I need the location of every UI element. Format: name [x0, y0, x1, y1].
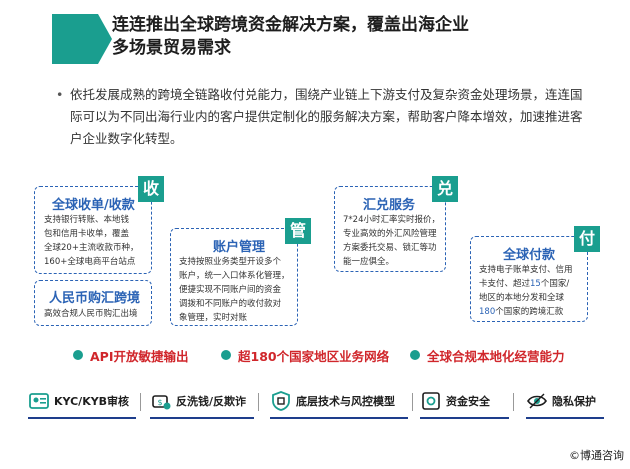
id-card-icon [29, 393, 49, 409]
card-body: 支持按照业务类型开设多个 账户，统一入口体系化管理， 便捷实现不同账户间的资金 … [179, 257, 290, 323]
bottom-label: 底层技术与风控模型 [296, 395, 395, 408]
tag-pay: 付 [574, 226, 600, 252]
page-title: 连连推出全球跨境资金解决方案，覆盖出海企业 多场景贸易需求 [112, 15, 469, 58]
card-fx-service: 汇兑服务 7*24小时汇率实时报价， 专业高效的外汇风险管理 方案委托交易、锁汇… [334, 186, 446, 272]
tech-shield-icon [272, 391, 290, 411]
card-body: 支持电子账单支付、信用 卡支付、超过15个国家/ 地区的本地分发和全球 180个… [479, 265, 573, 317]
bottom-label: 隐私保护 [552, 395, 596, 408]
card-title: 人民币购汇跨境 [49, 291, 141, 306]
card-title: 全球收单/收款 [52, 198, 135, 213]
eye-icon [527, 393, 547, 409]
bottom-item-risk-model: 底层技术与风控模型 [270, 384, 395, 418]
intro-paragraph: • 依托发展成熟的跨境全链路收付兑能力，围绕产业链上下游支付及复杂资金处理场景，… [56, 84, 586, 150]
card-body: 高效合规人民币购汇出境 [44, 309, 138, 319]
card-account-management: 账户管理 支持按照业务类型开设多个 账户，统一入口体系化管理， 便捷实现不同账户… [170, 228, 298, 326]
money-shield-icon: $ [152, 395, 171, 410]
svg-text:$: $ [157, 398, 162, 407]
feature-network: 超180个国家地区业务网络 [238, 349, 390, 364]
card-rmb-purchase: 人民币购汇跨境 高效合规人民币购汇出境 [34, 280, 152, 326]
bottom-underline [526, 417, 604, 419]
divider [140, 393, 141, 411]
bottom-underline [28, 417, 136, 419]
copyright-watermark: ©博通咨询 [569, 449, 624, 462]
card-global-collection: 全球收单/收款 支持银行转账、本地钱 包和信用卡收单，覆盖 全球20+主流收款币… [34, 186, 152, 274]
tag-collect: 收 [138, 176, 164, 202]
divider [412, 393, 413, 411]
tag-exchange: 兑 [432, 176, 458, 202]
bottom-item-kyc: KYC/KYB审核 [28, 384, 129, 418]
card-body: 支持银行转账、本地钱 包和信用卡收单，覆盖 全球20+主流收款币种， 160+全… [44, 215, 139, 267]
bottom-item-aml: $ 反洗钱/反欺诈 [150, 384, 246, 418]
bullet-dot: • [56, 87, 64, 102]
feature-dot [221, 350, 231, 360]
divider [258, 393, 259, 411]
tag-manage: 管 [285, 218, 311, 244]
bottom-label: KYC/KYB审核 [54, 395, 130, 408]
bottom-label: 资金安全 [446, 395, 490, 408]
bottom-item-privacy: 隐私保护 [526, 384, 596, 418]
feature-compliance: 全球合规本地化经营能力 [427, 349, 565, 364]
card-global-payment: 全球付款 支持电子账单支付、信用 卡支付、超过15个国家/ 地区的本地分发和全球… [470, 236, 588, 322]
card-title: 全球付款 [503, 248, 556, 263]
bottom-underline [150, 417, 254, 419]
title-accent-bar [52, 14, 112, 64]
feature-api: API开放敏捷输出 [90, 349, 189, 364]
intro-text: 依托发展成熟的跨境全链路收付兑能力，围绕产业链上下游支付及复杂资金处理场景，连连… [70, 87, 583, 146]
bottom-underline [270, 417, 408, 419]
feature-dot [73, 350, 83, 360]
card-title: 账户管理 [213, 240, 266, 255]
divider [513, 393, 514, 411]
safe-box-icon [422, 392, 440, 410]
bottom-item-fund-safety: 资金安全 [420, 384, 490, 418]
card-title: 汇兑服务 [363, 198, 416, 213]
card-body: 7*24小时汇率实时报价， 专业高效的外汇风险管理 方案委托交易、锁汇等功 能一… [343, 215, 440, 267]
feature-dot [410, 350, 420, 360]
bottom-label: 反洗钱/反欺诈 [176, 395, 247, 408]
bottom-underline [420, 417, 509, 419]
